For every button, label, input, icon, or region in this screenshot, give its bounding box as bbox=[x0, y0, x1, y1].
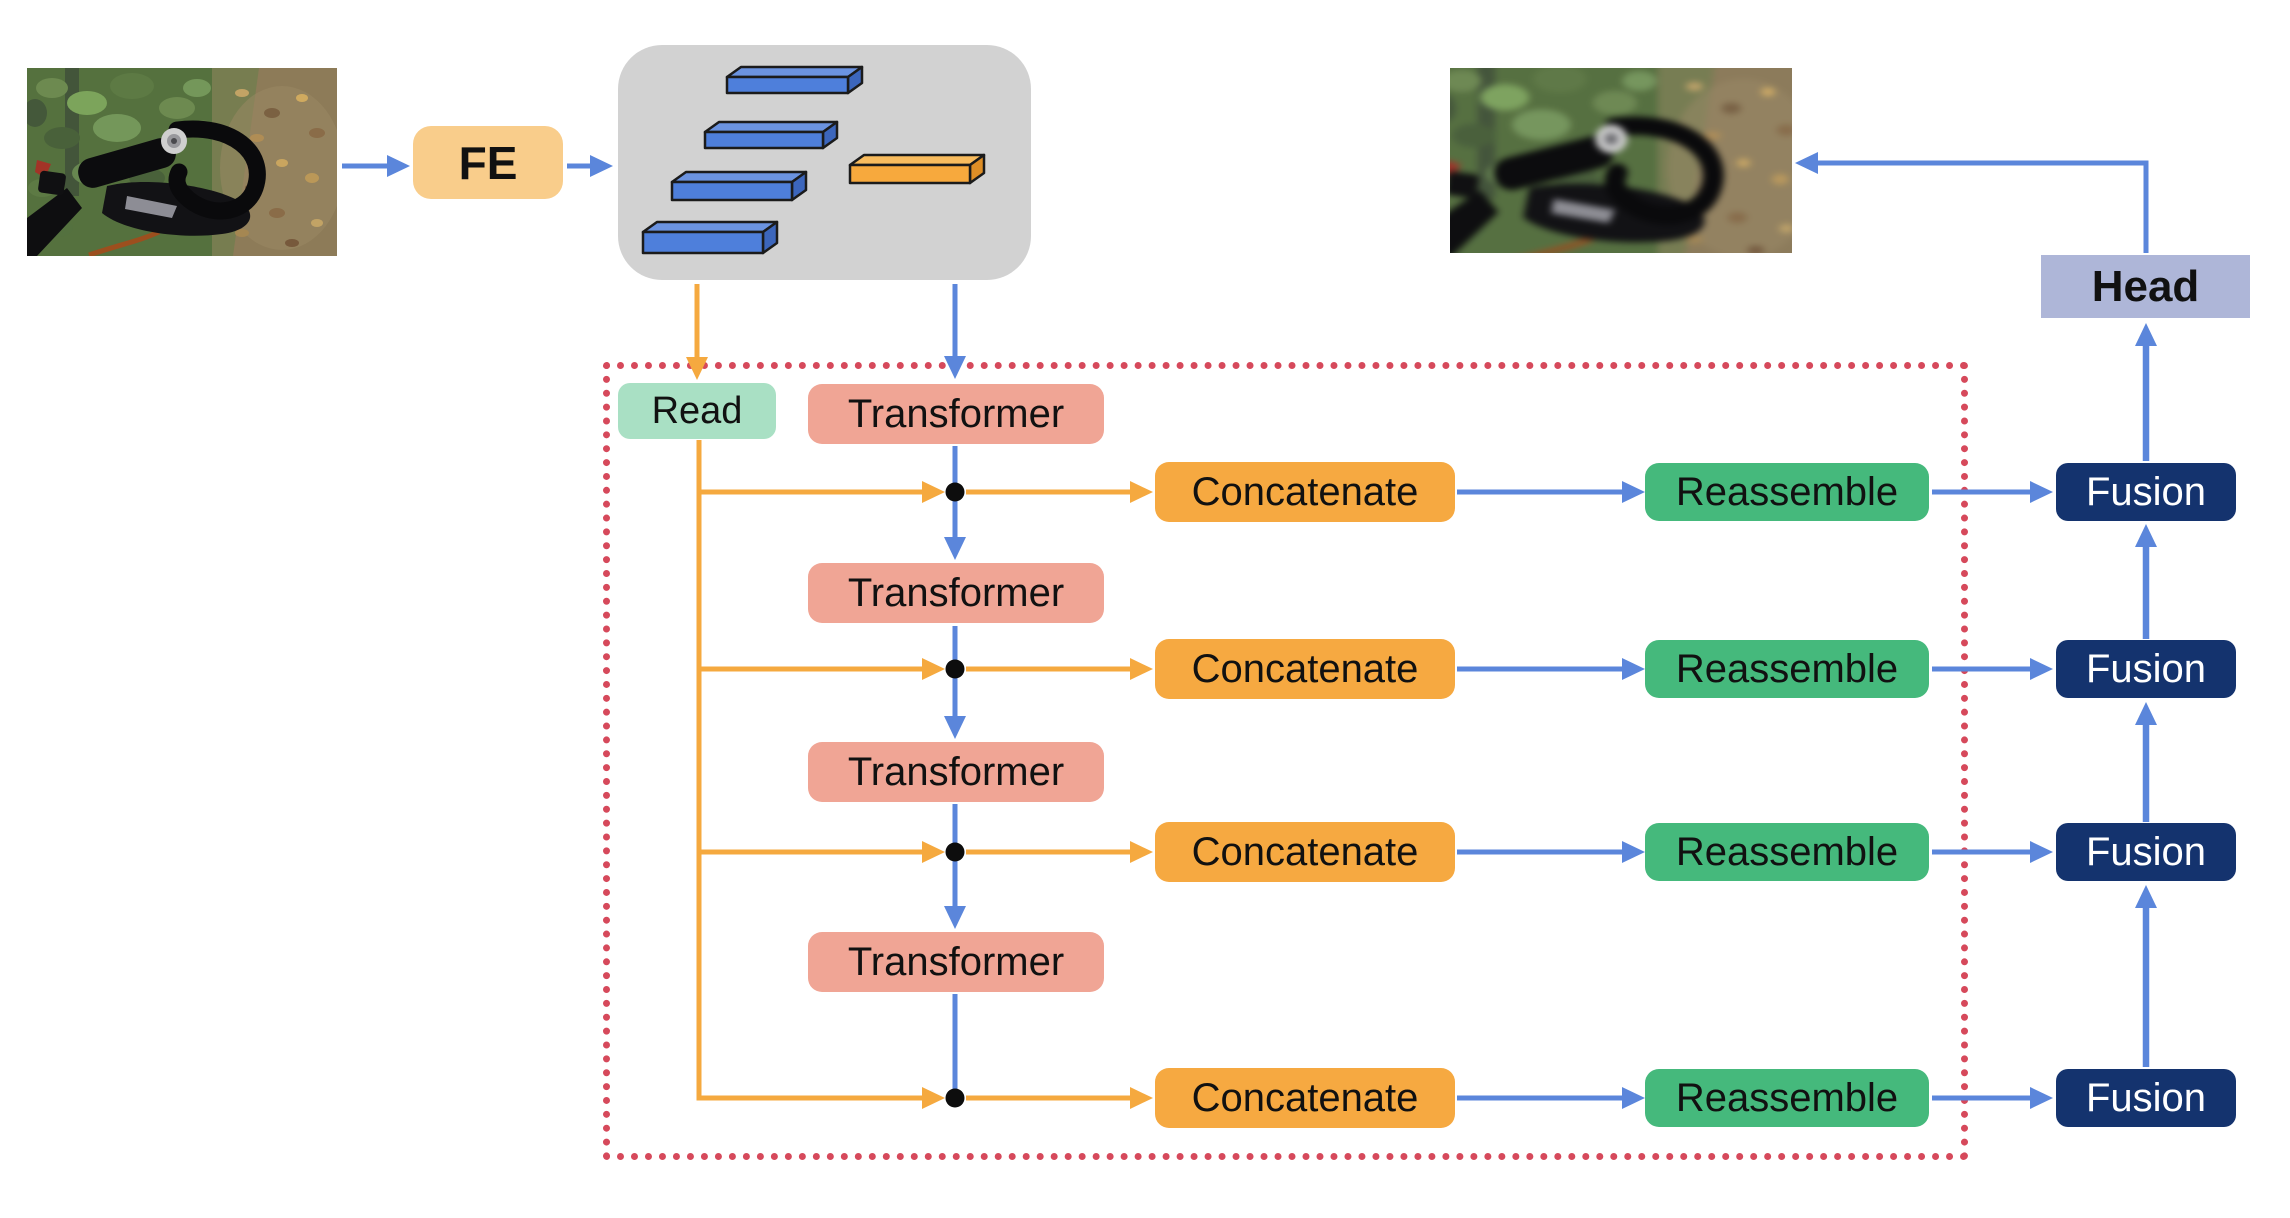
fusion-node-2: Fusion bbox=[2056, 640, 2236, 698]
concatenate-node-4: Concatenate bbox=[1155, 1068, 1455, 1128]
reassemble-node-4: Reassemble bbox=[1645, 1069, 1929, 1127]
fusion-node-4: Fusion bbox=[2056, 1069, 2236, 1127]
output-image bbox=[1450, 68, 1792, 253]
concatenate-node-2: Concatenate bbox=[1155, 639, 1455, 699]
decoder-boundary bbox=[603, 362, 1968, 1160]
transformer-node-1: Transformer bbox=[808, 384, 1104, 444]
reassemble-node-1: Reassemble bbox=[1645, 463, 1929, 521]
transformer-node-2: Transformer bbox=[808, 563, 1104, 623]
feature-extractor-node: FE bbox=[413, 126, 563, 199]
reassemble-node-3: Reassemble bbox=[1645, 823, 1929, 881]
input-image bbox=[27, 68, 337, 256]
transformer-node-3: Transformer bbox=[808, 742, 1104, 802]
arrow-head-to-output bbox=[1795, 152, 2149, 253]
reassemble-node-2: Reassemble bbox=[1645, 640, 1929, 698]
head-node: Head bbox=[2041, 255, 2250, 318]
transformer-node-4: Transformer bbox=[808, 932, 1104, 992]
fusion-node-3: Fusion bbox=[2056, 823, 2236, 881]
tokens-container bbox=[618, 45, 1031, 280]
read-node: Read bbox=[618, 383, 776, 439]
concatenate-node-1: Concatenate bbox=[1155, 462, 1455, 522]
concatenate-node-3: Concatenate bbox=[1155, 822, 1455, 882]
fusion-node-1: Fusion bbox=[2056, 463, 2236, 521]
